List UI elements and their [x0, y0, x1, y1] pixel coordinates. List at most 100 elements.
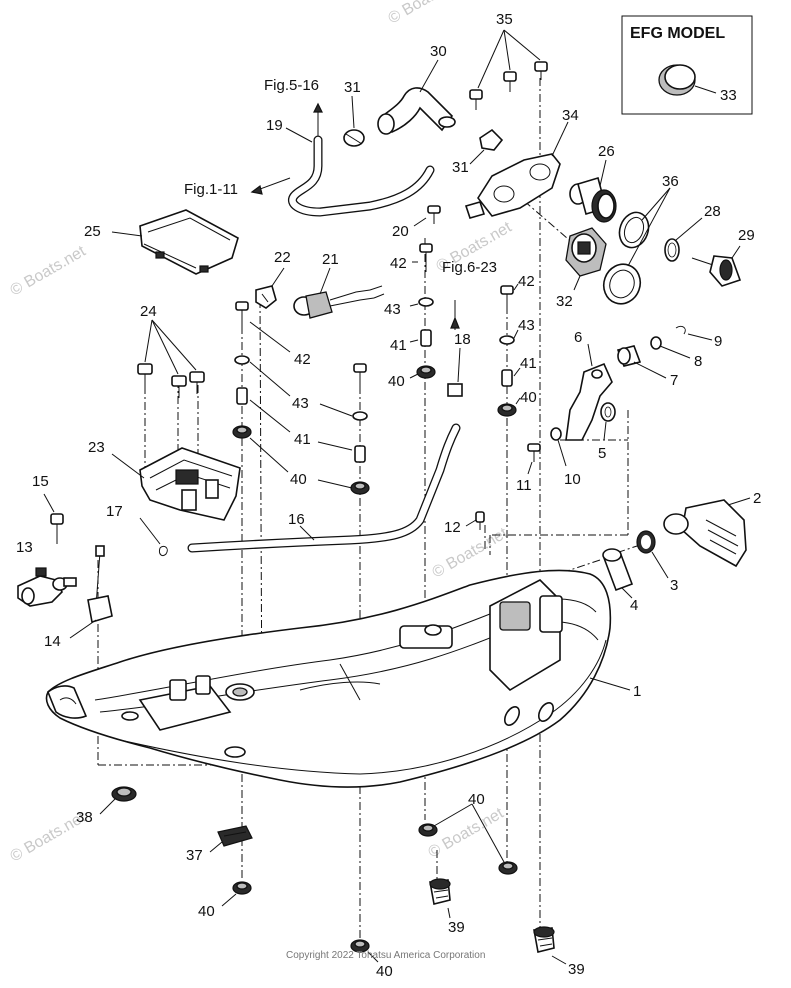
- callout-29: 29: [738, 227, 755, 244]
- callout-39-right: 39: [568, 961, 585, 978]
- callout-42-left: 42: [294, 351, 311, 368]
- callout-35: 35: [496, 11, 513, 28]
- callout-17: 17: [106, 503, 123, 520]
- part-23-bracket: [139, 447, 241, 521]
- watermark-text: © Boats.net: [426, 805, 508, 862]
- callout-38: 38: [76, 809, 93, 826]
- callout-24: 24: [140, 303, 157, 320]
- part-9-clip: [675, 325, 686, 335]
- part-8-washer: [650, 336, 662, 350]
- callout-25: 25: [84, 223, 101, 240]
- callout-13: 13: [16, 539, 33, 556]
- callout-26: 26: [598, 143, 615, 160]
- callout-34: 34: [562, 107, 579, 124]
- callout-42-mid: 42: [390, 255, 407, 272]
- copyright-notice: Copyright 2022 Tohatsu America Corporati…: [286, 950, 485, 961]
- callout-5: 5: [598, 445, 606, 462]
- callout-39-left: 39: [448, 919, 465, 936]
- callout-6: 6: [574, 329, 582, 346]
- part-17-clip: [159, 545, 168, 557]
- callout-11: 11: [516, 477, 532, 494]
- fig-1-11-reference: Fig.1-11: [184, 181, 238, 198]
- callout-16: 16: [288, 511, 305, 528]
- efg-model-inset: EFG MODEL 33: [621, 15, 753, 115]
- callout-40-bottom-left: 40: [198, 903, 215, 920]
- part-34-gasket: [464, 153, 561, 219]
- callout-31-lower: 31: [452, 159, 469, 176]
- part-19-hose: [250, 102, 435, 217]
- part-3-o-ring: [636, 530, 656, 554]
- part-32-knob: [565, 227, 607, 277]
- part-21-sensor: [293, 285, 385, 319]
- callout-40-mid-right: 40: [520, 389, 537, 406]
- part-26-knob: [569, 176, 617, 223]
- part-33-plug: [658, 64, 696, 96]
- part-13-fuel-connector: [17, 567, 77, 607]
- part-31-clamps: [343, 128, 504, 151]
- part-39-mounts: [429, 878, 555, 953]
- part-11-screw: [527, 443, 541, 462]
- callout-1: 1: [633, 683, 641, 700]
- part-6-lever: [565, 362, 613, 441]
- callout-31-upper: 31: [344, 79, 361, 96]
- part-25-cover: [139, 209, 239, 275]
- callout-40-bottom-center: 40: [468, 791, 485, 808]
- callout-10: 10: [564, 471, 581, 488]
- part-12-grommet: [475, 511, 485, 530]
- part-43-washers: [234, 297, 515, 421]
- part-24-screws: [137, 363, 205, 398]
- fig-6-23-reference: Fig.6-23: [442, 259, 497, 276]
- callout-9: 9: [714, 333, 722, 350]
- part-15-screw: [50, 513, 64, 544]
- part-1-bottom-cowling: [45, 569, 612, 788]
- callout-32: 32: [556, 293, 573, 310]
- callout-7: 7: [670, 372, 678, 389]
- callout-41-mid: 41: [390, 337, 407, 354]
- callout-41-left: 41: [294, 431, 311, 448]
- callout-37: 37: [186, 847, 203, 864]
- callout-21: 21: [322, 251, 339, 268]
- part-36-rings: [602, 211, 650, 305]
- part-20-screw: [427, 205, 441, 224]
- callout-40-mid-left: 40: [290, 471, 307, 488]
- callout-8: 8: [694, 353, 702, 370]
- callout-42-right: 42: [518, 273, 535, 290]
- callout-23: 23: [88, 439, 105, 456]
- part-38-grommet: [111, 786, 137, 802]
- part-2-grip: [663, 499, 747, 568]
- part-4-collar: [602, 548, 634, 592]
- efg-model-title: EFG MODEL: [630, 25, 725, 42]
- part-42-bolts: [235, 243, 514, 390]
- part-28-o-ring: [664, 238, 680, 262]
- callout-20: 20: [392, 223, 409, 240]
- callout-19: 19: [266, 117, 283, 134]
- callout-22: 22: [274, 249, 291, 266]
- part-18-fitting: [447, 300, 463, 397]
- callout-2: 2: [753, 490, 761, 507]
- part-30-hose: [377, 87, 456, 135]
- callout-43-right: 43: [518, 317, 535, 334]
- part-37-grommet: [217, 825, 253, 847]
- part-35-screws: [469, 61, 548, 110]
- part-5-washer: [600, 402, 616, 422]
- watermark-text: © Boats.net: [8, 243, 90, 300]
- part-7-bushing: [616, 345, 642, 367]
- part-22-clamp: [255, 285, 277, 309]
- watermark-text: © Boats.net: [430, 525, 512, 582]
- part-14-bolt: [87, 545, 113, 624]
- part-41-collars: [236, 329, 513, 463]
- callout-30: 30: [430, 43, 447, 60]
- callout-3: 3: [670, 577, 678, 594]
- callout-41-right: 41: [520, 355, 537, 372]
- callout-36: 36: [662, 173, 679, 190]
- callout-14: 14: [44, 633, 61, 650]
- callout-43-mid: 43: [384, 301, 401, 318]
- part-29-knob: [691, 255, 742, 287]
- callout-33: 33: [720, 87, 737, 104]
- callout-43-left: 43: [292, 395, 309, 412]
- watermark-text: © Boats.net: [386, 0, 468, 27]
- fig-5-16-reference: Fig.5-16: [264, 77, 319, 94]
- part-40-grommets: [232, 365, 518, 953]
- callout-28: 28: [704, 203, 721, 220]
